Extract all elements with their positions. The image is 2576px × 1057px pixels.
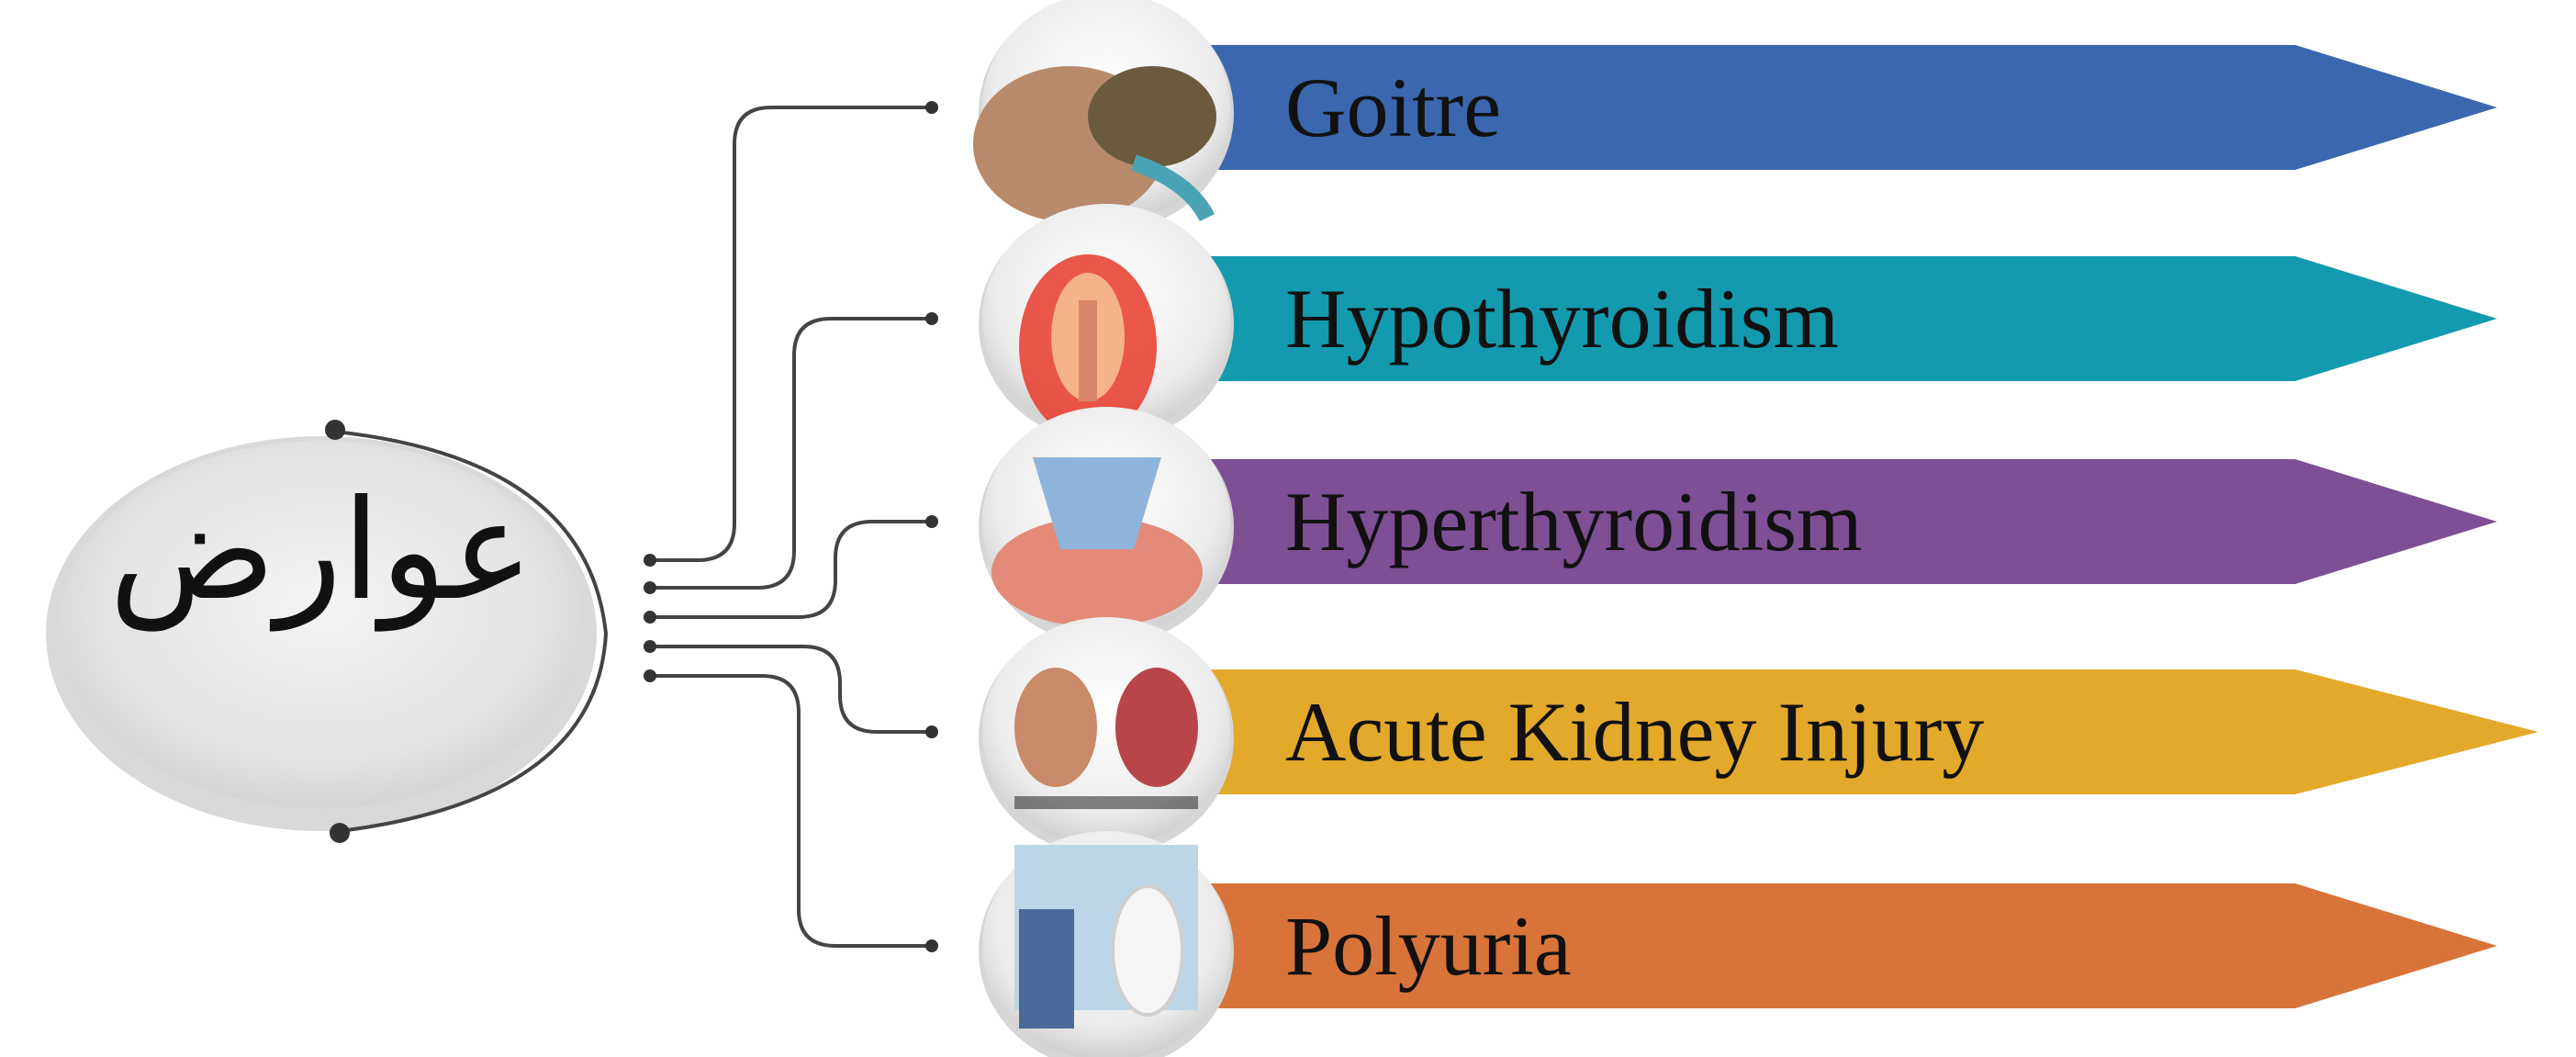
connector-line-2 <box>650 319 932 588</box>
arc-end-dot-top <box>325 420 345 440</box>
connector-dot <box>925 515 938 528</box>
kidney-comparison-illustration-icon <box>979 617 1234 856</box>
branch-label-1: Goitre <box>1285 48 2387 167</box>
connector-dot <box>644 581 656 594</box>
center-node-label: عوارض <box>55 450 588 652</box>
connector-dot <box>644 640 656 653</box>
enlarged-thyroid-illustration-icon <box>979 407 1234 646</box>
connector-dot <box>925 312 938 325</box>
connector-dot <box>925 725 938 738</box>
connector-dot <box>925 101 938 114</box>
connector-dot <box>925 939 938 952</box>
branch-label-2: Hypothyroidism <box>1285 259 2387 378</box>
connector-lines <box>644 101 938 952</box>
connector-dot <box>644 611 656 624</box>
branch-label-3: Hyperthyroidism <box>1285 462 2387 581</box>
goitre-neck-photo-icon <box>973 0 1234 231</box>
connector-dot <box>644 554 656 567</box>
connector-line-1 <box>650 107 932 560</box>
branch-label-4: Acute Kidney Injury <box>1285 672 2387 792</box>
connector-line-5 <box>650 676 932 946</box>
arc-end-dot-bottom <box>330 823 350 843</box>
person-toilet-illustration-icon <box>979 831 1234 1057</box>
branch-label-5: Polyuria <box>1285 886 2387 1006</box>
connector-dot <box>644 669 656 682</box>
